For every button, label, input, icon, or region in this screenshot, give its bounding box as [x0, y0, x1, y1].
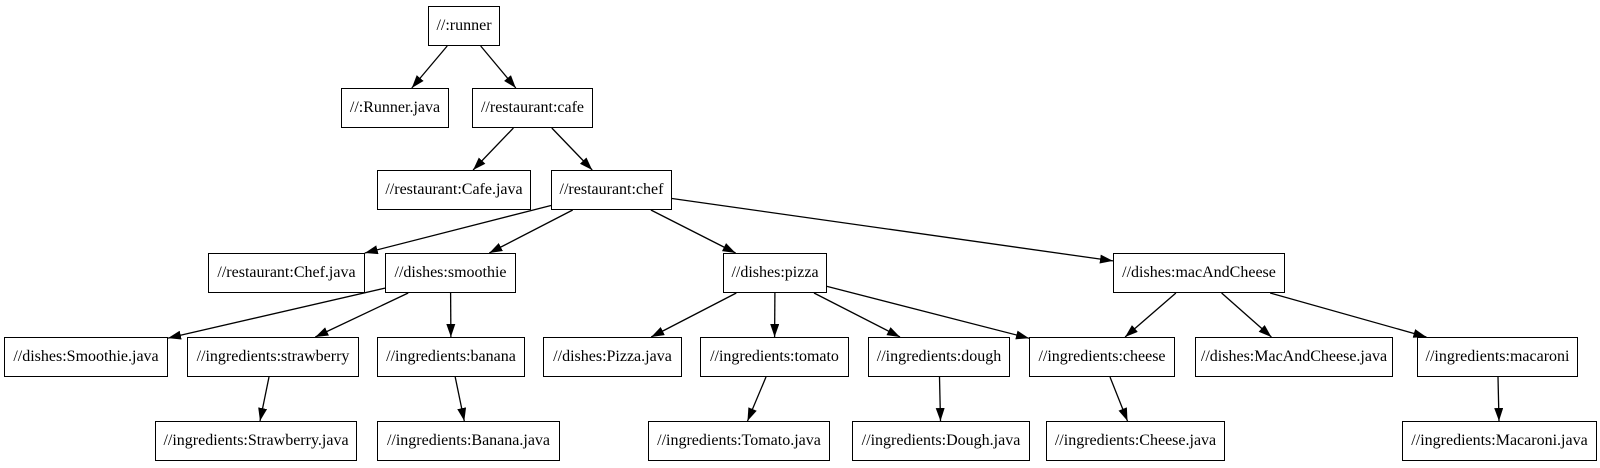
graph-edge-chef-to-pizza: [650, 209, 736, 254]
graph-node-macaroni: //ingredients:macaroni: [1417, 337, 1578, 377]
graph-edge-mac_and_cheese-to-cheese: [1124, 292, 1177, 338]
graph-node-pizza_java: //dishes:Pizza.java: [543, 337, 682, 377]
graph-node-smoothie: //dishes:smoothie: [385, 253, 516, 293]
graph-edge-cheese-to-cheese_java: [1109, 376, 1129, 422]
graph-edge-pizza-to-cheese: [826, 285, 1030, 340]
graph-node-smoothie_java: //dishes:Smoothie.java: [4, 337, 168, 377]
graph-edge-pizza-to-pizza_java: [650, 292, 737, 338]
graph-edge-group: [167, 45, 1504, 422]
graph-edge-cafe-to-chef: [551, 127, 593, 171]
graph-edge-macaroni-to-macaroni_java: [1494, 376, 1504, 422]
graph-node-runner: //:runner: [428, 6, 500, 46]
graph-edge-mac_and_cheese-to-macaroni: [1269, 292, 1427, 338]
graph-edge-smoothie-to-strawberry: [315, 292, 409, 338]
graph-node-chef: //restaurant:chef: [551, 170, 672, 210]
graph-node-mac_and_cheese: //dishes:macAndCheese: [1113, 253, 1285, 293]
graph-node-strawberry: //ingredients:strawberry: [187, 337, 359, 377]
graph-edge-mac_and_cheese-to-mac_and_cheese_java: [1221, 292, 1272, 338]
graph-node-banana_java: //ingredients:Banana.java: [377, 421, 560, 461]
graph-edge-runner-to-cafe: [480, 45, 517, 89]
graph-edge-chef-to-chef_java: [364, 204, 552, 255]
graph-edge-chef-to-mac_and_cheese: [671, 197, 1114, 264]
graph-node-dough_java: //ingredients:Dough.java: [852, 421, 1030, 461]
graph-edge-strawberry-to-strawberry_java: [258, 376, 270, 422]
graph-edge-cafe-to-cafe_java: [472, 127, 514, 171]
graph-node-strawberry_java: //ingredients:Strawberry.java: [155, 421, 357, 461]
graph-node-dough: //ingredients:dough: [868, 337, 1010, 377]
graph-node-runner_java: //:Runner.java: [341, 88, 449, 128]
graph-node-cheese_java: //ingredients:Cheese.java: [1046, 421, 1225, 461]
graph-edge-pizza-to-dough: [813, 292, 901, 338]
graph-edge-chef-to-smoothie: [489, 209, 573, 254]
graph-edge-dough-to-dough_java: [935, 376, 945, 422]
graph-node-cheese: //ingredients:cheese: [1029, 337, 1175, 377]
graph-node-mac_and_cheese_java: //dishes:MacAndCheese.java: [1195, 337, 1393, 377]
graph-edge-tomato-to-tomato_java: [746, 376, 767, 422]
graph-node-macaroni_java: //ingredients:Macaroni.java: [1402, 421, 1597, 461]
graph-node-banana: //ingredients:banana: [377, 337, 525, 377]
graph-node-cafe: //restaurant:cafe: [472, 88, 593, 128]
graph-edge-smoothie-to-smoothie_java: [167, 287, 386, 340]
graph-node-cafe_java: //restaurant:Cafe.java: [377, 170, 531, 210]
graph-edge-runner-to-runner_java: [411, 45, 448, 89]
graph-edge-banana-to-banana_java: [454, 376, 467, 422]
graph-node-tomato_java: //ingredients:Tomato.java: [648, 421, 830, 461]
graph-node-chef_java: //restaurant:Chef.java: [208, 253, 365, 293]
graph-node-tomato: //ingredients:tomato: [700, 337, 849, 377]
graph-node-pizza: //dishes:pizza: [723, 253, 827, 293]
